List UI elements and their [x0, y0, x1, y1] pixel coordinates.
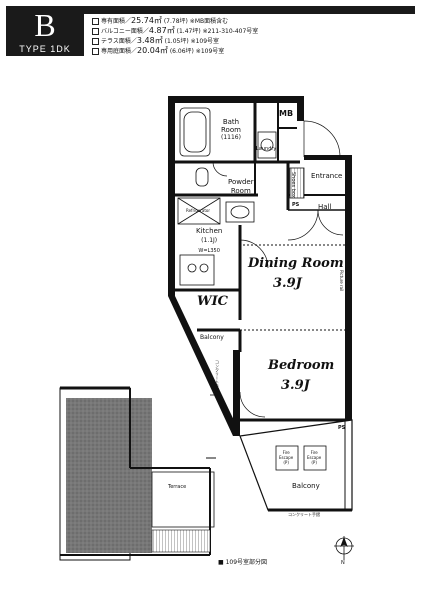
checkbox-icon [92, 48, 99, 55]
area-row: テラス面積／3.48㎡ (1.05坪) ※109号室 [92, 36, 258, 46]
concrete-rail-label-2: コンクリート手摺 [288, 512, 320, 517]
ps-label: PS [292, 202, 300, 208]
area-row: 専有面積／25.74㎡ (7.78坪) ※MB面積含む [92, 16, 258, 26]
area-row: バルコニー面積／4.87㎡ (1.47坪) ※211-310-407号室 [92, 26, 258, 36]
bedroom-size: 3.9J [281, 378, 310, 393]
partial-plan-note: ■ 109号室部分図 [218, 559, 268, 566]
header-rule [84, 6, 415, 14]
dining-room-name: Dining Room [248, 256, 344, 271]
checkbox-icon [92, 38, 99, 45]
balcony-area [239, 419, 353, 512]
mb-label: MB [279, 109, 294, 118]
doors [212, 120, 344, 418]
north-arrow-icon [334, 536, 354, 560]
type-badge: B TYPE 1DK [6, 6, 84, 56]
entrance-label: Entrance [311, 172, 343, 180]
area-row: 専用庭面積／20.04㎡ (6.06坪) ※109号室 [92, 46, 258, 56]
concrete-rail-label-1: コンクリート手摺 [215, 360, 220, 392]
type-letter: B [34, 7, 56, 43]
checkbox-icon [92, 18, 99, 25]
laundry-label: Laundry [256, 146, 277, 152]
bedroom-name: Bedroom [268, 358, 335, 373]
balcony-label: Balcony [292, 482, 320, 490]
refrigerator-label: Refrigerator [186, 208, 210, 213]
ps-label-2: PS [338, 425, 346, 431]
area-list: 専有面積／25.74㎡ (7.78坪) ※MB面積含む バルコニー面積／4.87… [92, 16, 258, 56]
small-balcony-label: Balcony [200, 334, 224, 341]
shoes-box-label: Shoes box [290, 172, 296, 198]
private-garden [59, 386, 216, 561]
checkbox-icon [92, 28, 99, 35]
interior-walls [175, 103, 352, 422]
picture-rail-label: Picture rail [339, 270, 344, 292]
hall-label: Hall [318, 203, 332, 211]
terrace-label: Terrace [168, 484, 187, 490]
type-label: TYPE 1DK [19, 44, 71, 54]
north-label: N [341, 560, 345, 566]
exterior-walls [168, 96, 352, 436]
bath-fixtures [177, 107, 305, 286]
wic-label: WIC [197, 294, 229, 309]
dining-room-size: 3.9J [273, 276, 302, 291]
kitchen-label: Kitchen(1.1J)W=L350 [196, 227, 223, 254]
